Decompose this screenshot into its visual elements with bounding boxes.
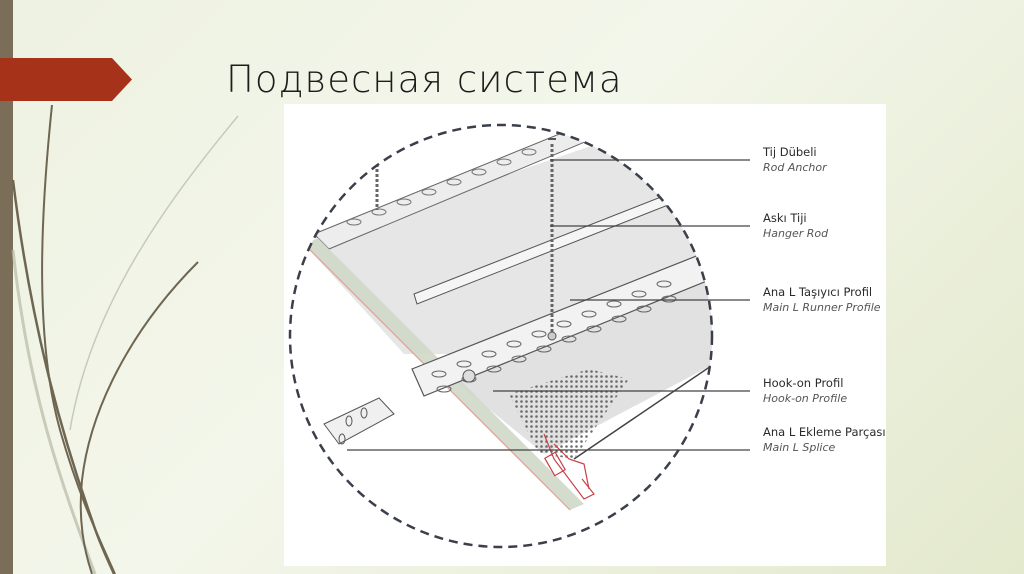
- title-arrow-shape: [0, 58, 132, 101]
- label-tr: Ana L Taşıyıcı Profil: [763, 285, 873, 299]
- label-hanger-rod: Askı Tiji Hanger Rod: [763, 210, 828, 242]
- label-hook-on-profile: Hook-on Profil Hook-on Profile: [763, 375, 847, 407]
- ceiling-suspension-drawing: [288, 123, 750, 549]
- label-tr: Ana L Ekleme Parçası: [763, 425, 886, 439]
- label-rod-anchor: Tij Dübeli Rod Anchor: [763, 144, 827, 176]
- label-en: Hook-on Profile: [763, 392, 848, 405]
- label-main-runner-profile: Ana L Taşıyıcı Profil Main L Runner Prof…: [763, 284, 881, 316]
- label-main-splice: Ana L Ekleme Parçası Main L Splice: [763, 424, 886, 456]
- label-en: Rod Anchor: [763, 161, 827, 174]
- label-tr: Askı Tiji: [763, 211, 807, 225]
- slide-title: Подвесная система: [226, 58, 623, 101]
- label-en: Main L Runner Profile: [763, 301, 881, 314]
- left-accent-bar: [0, 0, 13, 574]
- label-tr: Hook-on Profil: [763, 376, 844, 390]
- label-tr: Tij Dübeli: [763, 145, 817, 159]
- decorative-swooshes: [11, 104, 239, 574]
- suspension-system-figure: Tij Dübeli Rod Anchor Askı Tiji Hanger R…: [284, 104, 886, 566]
- label-en: Main L Splice: [763, 441, 836, 454]
- label-en: Hanger Rod: [763, 227, 829, 240]
